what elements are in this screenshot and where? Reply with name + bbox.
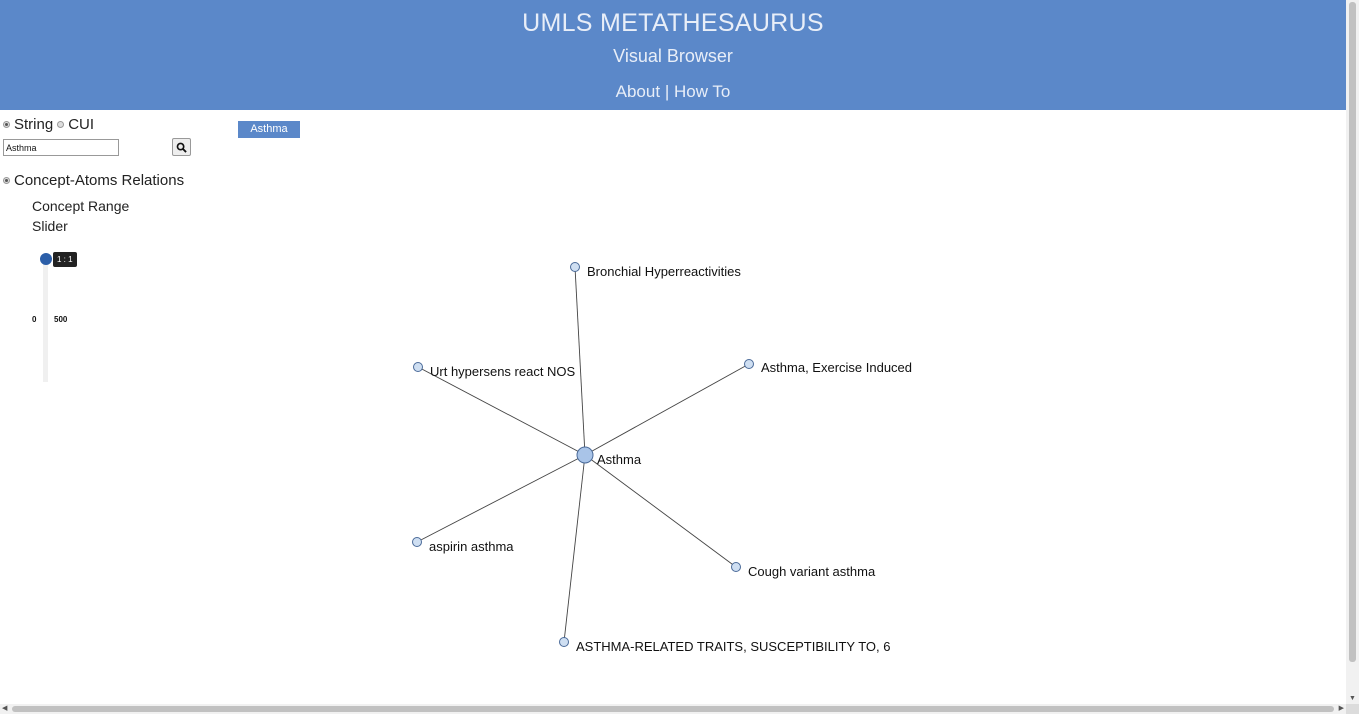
node-label[interactable]: Cough variant asthma bbox=[748, 564, 876, 579]
graph-node-center[interactable]: Asthma bbox=[576, 446, 642, 467]
node-label[interactable]: Asthma, Exercise Induced bbox=[761, 360, 912, 375]
search-icon bbox=[176, 142, 187, 153]
node-label[interactable]: aspirin asthma bbox=[429, 539, 514, 554]
node-label[interactable]: ASTHMA-RELATED TRAITS, SUSCEPTIBILITY TO… bbox=[576, 639, 890, 654]
node-label[interactable]: Bronchial Hyperreactivities bbox=[587, 264, 741, 279]
breadcrumb-asthma[interactable]: Asthma bbox=[238, 121, 300, 138]
vertical-scrollbar[interactable]: ▼ bbox=[1346, 0, 1359, 704]
slider-tooltip: 1 : 1 bbox=[53, 252, 77, 267]
header-nav: About | How To bbox=[0, 82, 1346, 102]
graph-node[interactable]: Asthma, Exercise Induced bbox=[744, 359, 913, 376]
center-node-circle[interactable] bbox=[576, 446, 594, 464]
slider-min-label: 0 bbox=[32, 315, 37, 324]
nav-separator: | bbox=[664, 82, 670, 101]
search-mode-group: String CUI bbox=[3, 116, 94, 133]
edge-bronchial bbox=[574, 266, 586, 456]
graph-node[interactable]: Bronchial Hyperreactivities bbox=[570, 262, 742, 280]
relation-option[interactable]: Concept-Atoms Relations bbox=[3, 172, 184, 189]
cui-radio[interactable] bbox=[57, 121, 65, 128]
scroll-down-arrow-icon[interactable]: ▼ bbox=[1349, 695, 1356, 702]
string-radio-label[interactable]: String bbox=[14, 116, 54, 133]
edge-aspirin bbox=[416, 454, 586, 543]
node-circle[interactable] bbox=[570, 262, 580, 272]
horizontal-scrollbar[interactable]: ◀ ▶ bbox=[0, 704, 1346, 714]
app-header: UMLS METATHESAURUS Visual Browser About … bbox=[0, 0, 1346, 110]
edge-traits bbox=[563, 454, 586, 643]
relation-label[interactable]: Concept-Atoms Relations bbox=[14, 172, 185, 189]
slider-handle[interactable] bbox=[40, 253, 52, 265]
cui-radio-label[interactable]: CUI bbox=[68, 116, 95, 133]
node-circle[interactable] bbox=[413, 362, 423, 372]
center-node-label[interactable]: Asthma bbox=[597, 452, 642, 467]
concept-graph: Asthma Bronchial Hyperreactivities Asthm… bbox=[412, 262, 913, 655]
node-circle[interactable] bbox=[744, 359, 754, 369]
sidebar: String CUI Concept-Atoms Relations Conce… bbox=[0, 110, 220, 700]
scroll-right-arrow-icon[interactable]: ▶ bbox=[1338, 705, 1344, 712]
graph-node[interactable]: Cough variant asthma bbox=[731, 562, 876, 580]
range-label: Concept Range bbox=[32, 198, 130, 214]
node-circle[interactable] bbox=[559, 637, 569, 647]
edge-cough bbox=[584, 454, 737, 568]
scroll-left-arrow-icon[interactable]: ◀ bbox=[2, 705, 8, 712]
search-input[interactable] bbox=[3, 139, 119, 156]
node-label[interactable]: Urt hypersens react NOS bbox=[430, 364, 576, 379]
graph-edges bbox=[416, 266, 750, 643]
node-circle[interactable] bbox=[731, 562, 741, 572]
concept-range-slider[interactable] bbox=[43, 257, 48, 382]
graph-node[interactable]: aspirin asthma bbox=[412, 537, 515, 555]
scrollbar-corner bbox=[1346, 704, 1359, 714]
howto-link[interactable]: How To bbox=[673, 82, 731, 101]
app-subtitle: Visual Browser bbox=[613, 46, 733, 66]
graph-node[interactable]: ASTHMA-RELATED TRAITS, SUSCEPTIBILITY TO… bbox=[559, 637, 891, 655]
app-title: UMLS METATHESAURUS bbox=[522, 9, 824, 37]
slider-label: Slider bbox=[32, 218, 68, 234]
about-link[interactable]: About bbox=[615, 82, 661, 101]
string-radio[interactable] bbox=[3, 121, 10, 128]
edge-exercise bbox=[584, 363, 750, 456]
horizontal-scroll-thumb[interactable] bbox=[12, 706, 1334, 712]
relation-radio[interactable] bbox=[3, 177, 10, 184]
edge-urt bbox=[417, 366, 586, 456]
slider-max-label: 500 bbox=[54, 315, 68, 324]
node-circle[interactable] bbox=[412, 537, 422, 547]
search-button[interactable] bbox=[172, 138, 191, 156]
graph-node[interactable]: Urt hypersens react NOS bbox=[413, 362, 576, 380]
vertical-scroll-thumb[interactable] bbox=[1349, 2, 1356, 662]
